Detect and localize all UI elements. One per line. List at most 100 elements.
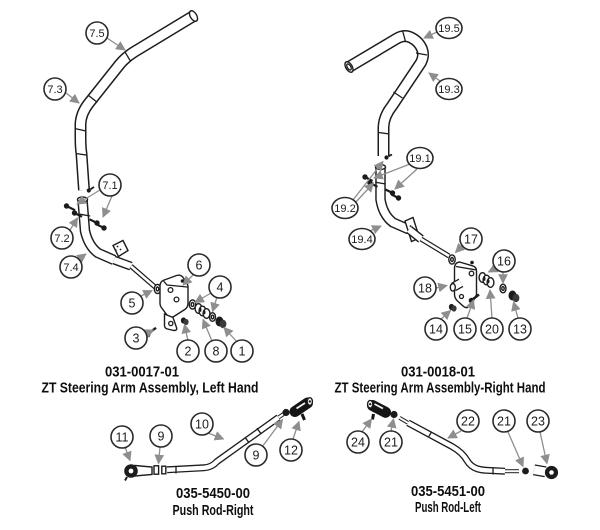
handlebar-tube: [74, 10, 199, 193]
callout-20: 20: [480, 317, 504, 341]
part-number-push-rod-right: 035-5450-00: [176, 486, 250, 502]
steering-shaft-lower: [76, 196, 117, 265]
callout-label: 7.2: [54, 233, 69, 245]
steering-arm: [112, 239, 157, 289]
callouts-push-rod-left: 24 21 22 21 23: [346, 409, 550, 454]
callout-label: 12: [284, 444, 298, 458]
clamp-screws: [63, 203, 107, 231]
set-screw: [86, 188, 91, 193]
callout-9a: 9: [149, 424, 173, 448]
callout-8: 8: [204, 339, 228, 363]
callout-label: 9: [253, 449, 260, 463]
callout-22: 22: [456, 409, 480, 433]
callout-label: 1: [239, 345, 246, 359]
callout-label: 22: [461, 415, 475, 429]
handlebar-tube: [344, 30, 430, 160]
jam-nut: [390, 410, 398, 419]
callout-label: 19.4: [351, 234, 372, 246]
callout-label: 19.5: [438, 23, 459, 35]
part-number-push-rod-left: 035-5451-00: [411, 484, 485, 500]
callouts-left-assembly: 7.5 7.3 7.1 7.2 7.4 5 6 4 3 2 8 1: [43, 21, 254, 363]
callout-7-4: 7.4: [59, 255, 83, 279]
callout-label: 19.2: [334, 203, 355, 215]
jam-nut: [153, 465, 160, 475]
callout-label: 15: [458, 323, 472, 337]
callout-label: 19.3: [438, 84, 459, 96]
callout-label: 7.5: [89, 28, 104, 40]
callout-label: 9: [158, 430, 165, 444]
callout-7-3: 7.3: [43, 77, 67, 101]
callout-label: 4: [217, 281, 224, 295]
callout-18: 18: [413, 276, 437, 300]
pivot-bracket: [448, 254, 478, 309]
figure-left-assembly-drawing: [63, 10, 227, 338]
callout-label: 21: [497, 415, 511, 429]
callout-9b: 9: [244, 443, 268, 467]
callout-19-2: 19.2: [331, 196, 359, 220]
callout-16: 16: [492, 249, 516, 273]
callout-19-1: 19.1: [406, 146, 434, 170]
callout-21b: 21: [492, 409, 516, 433]
title-push-rod-left: Push Rod-Left: [415, 500, 481, 516]
callout-label: 21: [384, 436, 398, 450]
callout-label: 13: [513, 323, 527, 337]
callout-23: 23: [526, 409, 550, 433]
part-number-left-assembly: 031-0017-01: [105, 365, 179, 381]
ball-joint: [289, 397, 313, 417]
callout-13: 13: [508, 317, 532, 341]
set-screw: [384, 155, 389, 160]
callout-24: 24: [346, 430, 370, 454]
steering-arm: [404, 216, 451, 259]
callout-19-3: 19.3: [435, 77, 463, 101]
callout-14: 14: [424, 317, 448, 341]
title-left-assembly: ZT Steering Arm Assembly, Left Hand: [42, 381, 259, 397]
ball-joint: [367, 400, 391, 418]
callout-11: 11: [110, 425, 134, 449]
callout-21a: 21: [379, 430, 403, 454]
callout-label: 11: [116, 431, 129, 445]
callout-10: 10: [190, 412, 214, 436]
part-number-right-assembly: 031-0018-01: [401, 365, 475, 381]
figure-push-rod-right-drawing: [124, 397, 314, 481]
nut: [282, 408, 290, 417]
callouts-push-rod-right: 11 9 10 9 12: [110, 412, 303, 467]
callout-label: 14: [429, 323, 443, 337]
callouts-right-assembly: 19.5 19.3 19.1 19.2 19.4 17 16 18 14 15 …: [331, 16, 532, 341]
steering-shaft-lower: [374, 163, 412, 235]
callout-label: 10: [195, 418, 209, 432]
callout-label: 7.1: [102, 180, 117, 192]
callout-label: 24: [351, 436, 365, 450]
callout-label: 2: [185, 345, 192, 359]
callout-2: 2: [176, 339, 200, 363]
callout-label: 7.4: [63, 262, 78, 274]
callout-label: 16: [497, 255, 511, 269]
callout-12: 12: [279, 438, 303, 462]
callout-4: 4: [208, 275, 232, 299]
callout-17: 17: [459, 227, 483, 251]
callout-label: 7.3: [47, 84, 62, 96]
title-right-assembly: ZT Steering Arm Assembly-Right Hand: [335, 381, 546, 397]
jam-nut: [161, 465, 167, 475]
serrated-tab: [112, 239, 129, 258]
callout-label: 19.1: [409, 153, 430, 165]
title-push-rod-right: Push Rod-Right: [173, 503, 254, 519]
callout-label: 17: [464, 233, 478, 247]
callout-label: 23: [531, 415, 545, 429]
figure-captions: 031-0017-01 ZT Steering Arm Assembly, Le…: [42, 365, 546, 520]
callout-15: 15: [453, 317, 477, 341]
callout-3: 3: [124, 326, 148, 350]
callout-7-5: 7.5: [85, 21, 109, 45]
callout-label: 3: [133, 332, 140, 346]
callout-1: 1: [230, 339, 254, 363]
callout-label: 20: [485, 323, 499, 337]
leader-lines: [65, 29, 550, 468]
callout-19-4: 19.4: [348, 227, 376, 251]
callout-6: 6: [187, 253, 211, 277]
callout-7-1: 7.1: [98, 173, 122, 197]
callout-label: 18: [418, 282, 432, 296]
callout-5: 5: [120, 291, 144, 315]
callout-label: 5: [129, 297, 136, 311]
nut: [522, 467, 529, 475]
